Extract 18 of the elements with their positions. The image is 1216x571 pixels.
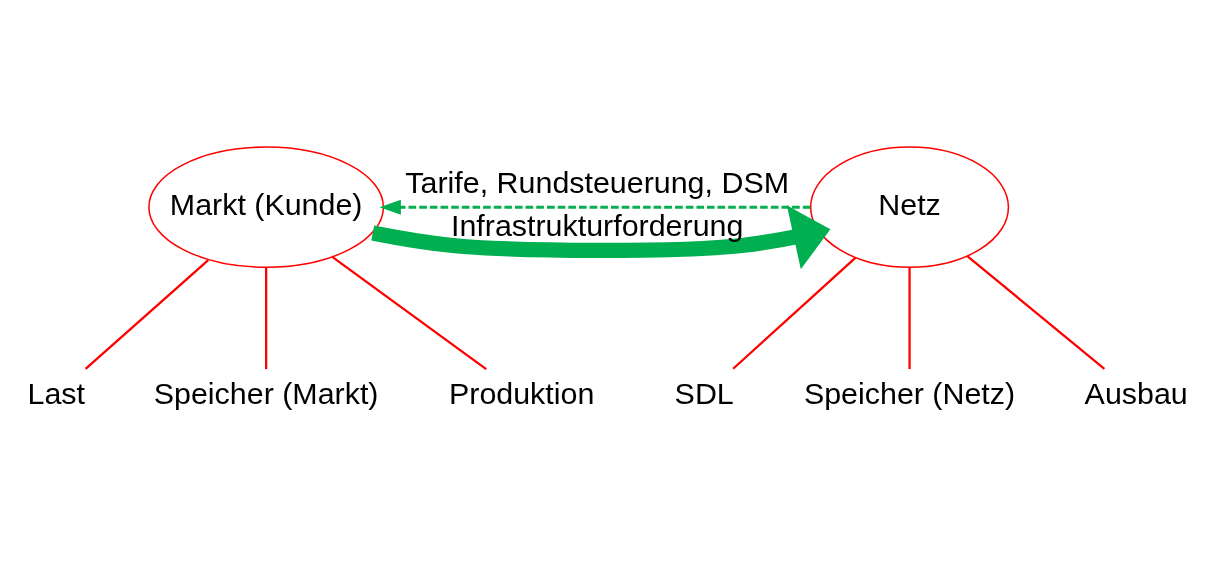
node-text: Speicher (Markt) — [153, 376, 379, 411]
arrow — [371, 205, 831, 270]
node-ellipse: Netz — [809, 146, 1010, 268]
edge-label: Infrastrukturforderung — [450, 208, 744, 243]
node-ellipse: Markt (Kunde) — [148, 146, 385, 268]
node-text: Last — [27, 376, 85, 411]
node-text: Produktion — [448, 376, 595, 411]
connector — [908, 267, 911, 370]
connector — [331, 256, 487, 371]
arrow — [379, 199, 811, 215]
connector — [84, 259, 209, 370]
connector — [966, 255, 1106, 370]
node-text: Ausbau — [1084, 376, 1188, 411]
node-text: Speicher (Netz) — [803, 376, 1016, 411]
connector — [265, 267, 268, 370]
edge-label: Tarife, Rundsteuerung, DSM — [405, 165, 790, 200]
connector — [732, 256, 857, 370]
node-text: SDL — [674, 376, 734, 411]
